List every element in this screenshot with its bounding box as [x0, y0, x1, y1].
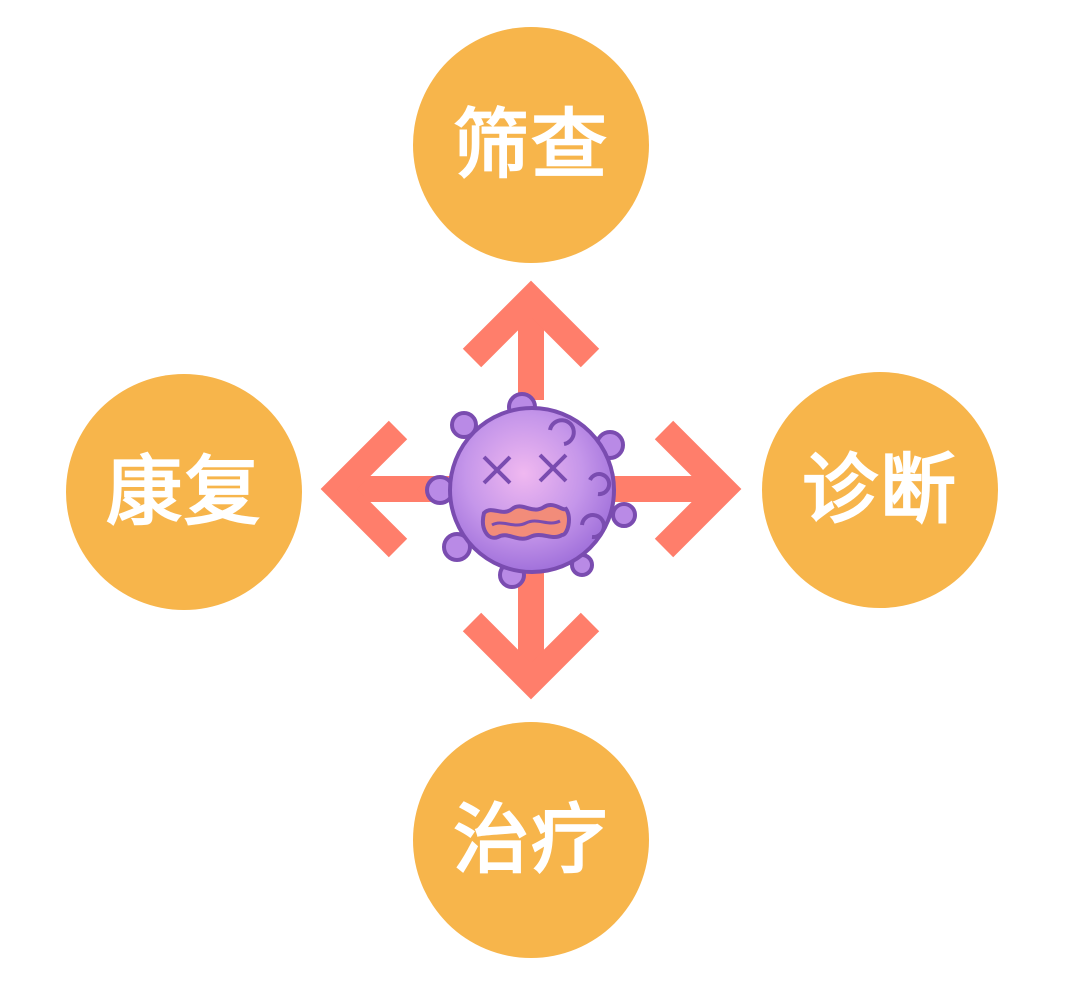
arrow-down	[462, 560, 600, 700]
arrow-up	[462, 280, 600, 400]
node-rehabilitation-label: 康复	[106, 447, 262, 536]
node-treatment: 治疗	[413, 722, 649, 958]
node-diagnosis: 诊断	[762, 372, 998, 608]
node-screening: 筛查	[413, 27, 649, 263]
node-screening-label: 筛查	[453, 100, 609, 189]
arrow-right	[600, 420, 742, 558]
virus-icon	[425, 392, 637, 589]
node-treatment-label: 治疗	[453, 795, 609, 884]
node-diagnosis-label: 诊断	[802, 445, 958, 534]
node-rehabilitation: 康复	[66, 374, 302, 610]
